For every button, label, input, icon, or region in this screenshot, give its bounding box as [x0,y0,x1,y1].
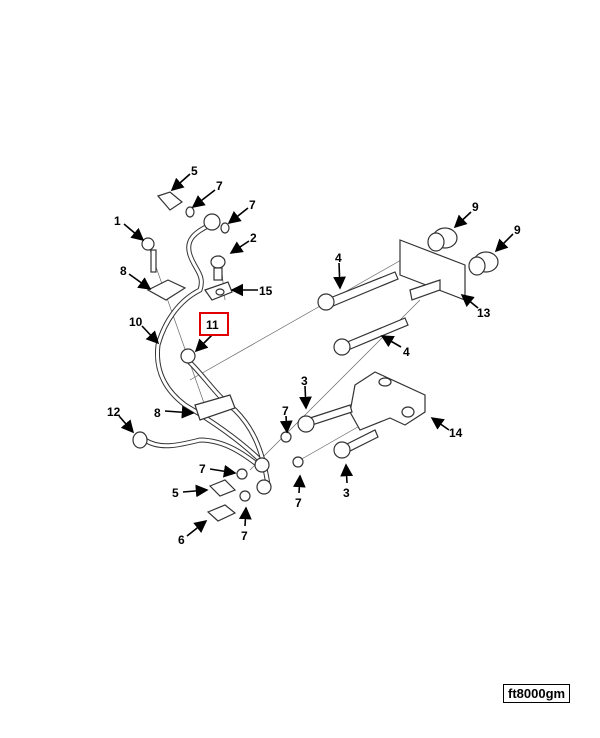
bushing-9b [468,251,499,276]
callout-label: 13 [477,306,491,320]
callout-label: 5 [172,486,179,500]
figure-reference-code: ft8000gm [503,684,571,703]
callout-label: 8 [120,264,127,278]
callout-label-highlighted[interactable]: 11 [206,318,219,332]
callout-label: 4 [335,251,342,265]
callout-label: 1 [114,214,121,228]
bolt-5-lower [208,479,237,497]
callout-label: 7 [295,496,302,510]
callout-label: 7 [282,404,289,418]
highlight-box [199,312,229,336]
clamp-8-upper [146,279,187,301]
callout-label: 6 [178,533,185,547]
callout-label: 15 [259,284,273,298]
callout-label: 10 [129,315,143,329]
callout-label: 5 [191,164,198,178]
bolt-3a [297,404,353,433]
clamp-8-lower [194,394,236,421]
bolt-6 [206,504,237,522]
callout-label: 3 [343,486,350,500]
bolt-4b [333,317,409,356]
bracket-14 [349,371,426,431]
callout-label: 14 [449,426,463,440]
washers-7 [185,206,304,502]
callout-label: 7 [199,462,206,476]
bolt-4a [317,271,399,311]
bushing-9a [427,227,458,252]
bolt-1 [141,237,157,273]
callout-label: 3 [301,374,308,388]
callout-label: 9 [472,200,479,214]
callout-label: 7 [216,179,223,193]
bolt-3b [333,429,379,459]
bolt-5-upper [156,191,184,211]
callout-arrows [118,173,514,537]
callout-label: 7 [249,198,256,212]
callout-label: 9 [514,223,521,237]
bracket-15 [204,281,233,301]
callout-label: 2 [250,231,257,245]
callout-label: 8 [154,406,161,420]
callout-label: 12 [107,405,121,419]
callout-label: 4 [403,345,410,359]
bolt-2 [210,255,226,281]
callout-label: 7 [241,529,248,543]
oil-pipe-12 [142,355,271,488]
banjo-fittings [132,213,272,495]
